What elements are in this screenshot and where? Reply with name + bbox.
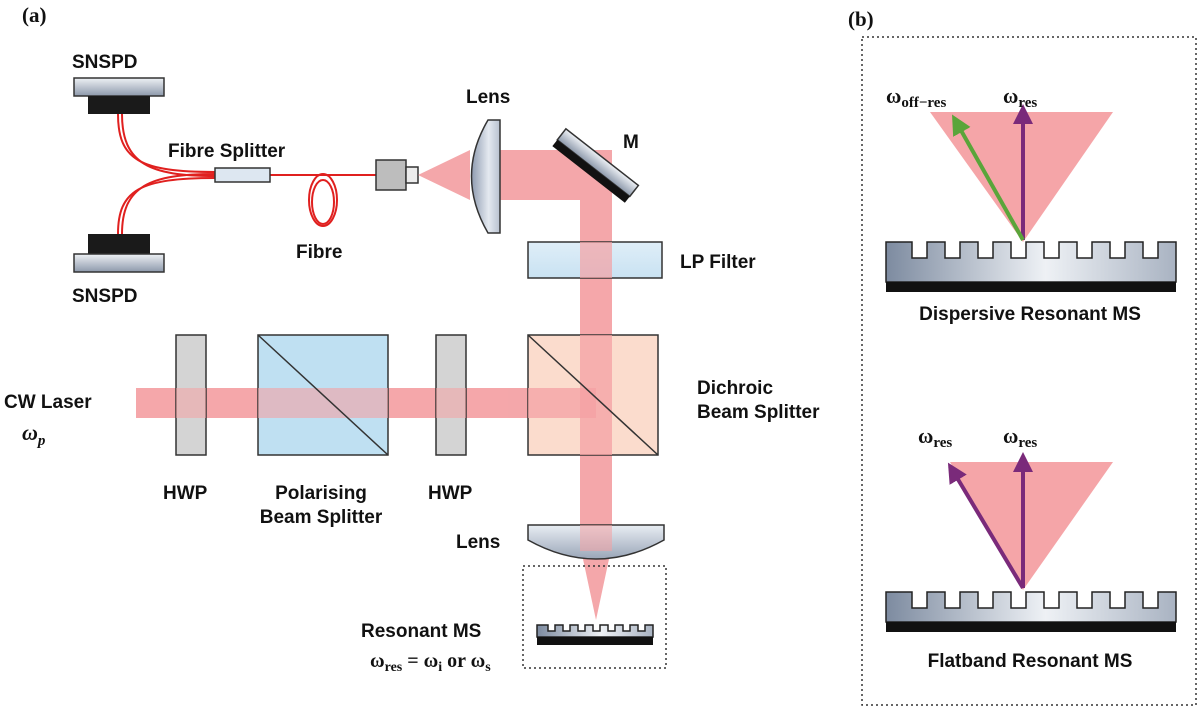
- metasurface-inset-frame: [522, 565, 667, 669]
- dispersive-off-res-arrow: [952, 114, 1025, 241]
- dispersive-metasurface: [885, 241, 1177, 292]
- lens-bottom-label: Lens: [456, 532, 500, 553]
- panel-b-frame: [861, 36, 1197, 706]
- pbs-label-line2: Beam Splitter: [260, 507, 383, 528]
- snspd-top-label: SNSPD: [72, 52, 137, 73]
- resonance-condition-label: ωres = ωi or ωs: [370, 650, 491, 675]
- pbs-label-line1: Polarising: [275, 483, 367, 504]
- hwp-left-label: HWP: [163, 483, 208, 504]
- resonant-metasurface-a: [536, 624, 654, 645]
- dichroic-label-line1: Dichroic: [697, 378, 773, 399]
- fibre-splitter: [214, 167, 271, 183]
- polarising-beam-splitter: [257, 334, 389, 456]
- dichroic-beam-splitter: [527, 334, 659, 456]
- res-label-flatband-left: ωres: [918, 424, 952, 451]
- omega-p-label: ωp: [22, 420, 46, 449]
- mirror-label: M: [623, 132, 639, 153]
- resonant-ms-label: Resonant MS: [361, 621, 481, 642]
- hwp-right-label: HWP: [428, 483, 473, 504]
- fibre-coupler: [375, 159, 419, 191]
- fibre-label: Fibre: [296, 242, 342, 263]
- lens-top-label: Lens: [466, 87, 510, 108]
- off-res-label: ωoff−res: [886, 84, 946, 111]
- lens-top: [470, 119, 501, 234]
- panel-a-tag: (a): [22, 3, 47, 27]
- dispersive-label: Dispersive Resonant MS: [919, 304, 1141, 325]
- flatband-metasurface: [885, 591, 1177, 632]
- snspd-bottom-label: SNSPD: [72, 286, 137, 307]
- flatband-label: Flatband Resonant MS: [928, 651, 1133, 672]
- fibre-lines: [117, 113, 378, 235]
- snspd-top-detector: [73, 77, 165, 114]
- cw-laser-label: CW Laser: [4, 392, 92, 413]
- mirror: [552, 127, 640, 203]
- flatband-res-arrow-tilted: [947, 462, 1025, 590]
- panel-b-tag: (b): [848, 7, 874, 31]
- res-label-dispersive: ωres: [1003, 84, 1037, 111]
- fibre-splitter-label: Fibre Splitter: [168, 141, 286, 162]
- flatband-beam-cone: [950, 462, 1113, 590]
- res-label-flatband-right: ωres: [1003, 424, 1037, 451]
- dichroic-label-line2: Beam Splitter: [697, 402, 820, 423]
- snspd-bottom-detector: [73, 234, 165, 273]
- lp-filter-label: LP Filter: [680, 252, 756, 273]
